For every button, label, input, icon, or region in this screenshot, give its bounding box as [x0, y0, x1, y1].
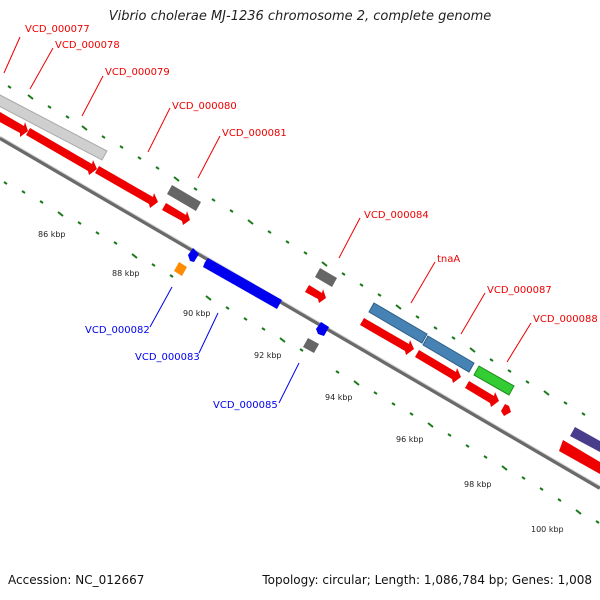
forward-strand-features — [0, 94, 600, 452]
gene-red-9-feature[interactable] — [465, 381, 499, 407]
gene-red-10-feature[interactable] — [501, 404, 511, 416]
scale-label: 92 kbp — [254, 351, 282, 360]
label-vcd-000083[interactable]: VCD_000083 — [135, 352, 200, 363]
label-tnaA[interactable]: tnaA — [437, 254, 460, 265]
gene-vcd-000085-feature[interactable] — [303, 338, 319, 353]
label-vcd-000088[interactable]: VCD_000088 — [533, 314, 598, 325]
scale-label: 90 kbp — [183, 309, 211, 318]
scale-label: 100 kbp — [531, 525, 564, 534]
scale-label: 96 kbp — [396, 435, 424, 444]
gene-vcd-000084b-feature[interactable] — [305, 285, 326, 303]
label-vcd-000077[interactable]: VCD_000077 — [25, 24, 90, 35]
scale-label: 86 kbp — [38, 230, 66, 239]
gene-vcd-000081-feature[interactable] — [162, 203, 190, 225]
gene-tnaA-red-feature[interactable] — [360, 318, 414, 355]
gene-tnaA-feature[interactable] — [368, 302, 428, 344]
gene-red-8-feature[interactable] — [415, 350, 461, 383]
gene-vcd-000080-feature[interactable] — [167, 185, 201, 211]
label-vcd-000081[interactable]: VCD_000081 — [222, 128, 287, 139]
gene-vcd-000083-feature[interactable] — [203, 258, 282, 309]
scale-label: 98 kbp — [464, 480, 492, 489]
accession-text: Accession: NC_012667 — [8, 573, 145, 587]
label-vcd-000087[interactable]: VCD_000087 — [487, 285, 552, 296]
gene-vcd-000079-feature[interactable] — [26, 128, 97, 175]
label-vcd-000085[interactable]: VCD_000085 — [213, 400, 278, 411]
gene-vcd-000084-feature[interactable] — [315, 268, 337, 287]
gene-vcd-000082-arrow[interactable] — [188, 248, 199, 262]
gene-vcd-000087-steel-feature[interactable] — [422, 335, 475, 373]
reverse-strand-features — [174, 248, 329, 353]
gene-vcd-000077-feature[interactable] — [0, 112, 28, 137]
gene-vcd-000079b-feature[interactable] — [95, 166, 158, 208]
chromosome-backbone — [0, 136, 600, 490]
label-vcd-000082[interactable]: VCD_000082 — [85, 325, 150, 336]
label-vcd-000084[interactable]: VCD_000084 — [364, 210, 429, 221]
gene-red-11-feature[interactable] — [559, 440, 600, 474]
gene-labels: VCD_000077 VCD_000078 VCD_000079 VCD_000… — [25, 24, 598, 411]
label-leaders — [3, 36, 532, 363]
red-gene-features — [0, 112, 600, 474]
purple-feature[interactable] — [570, 427, 600, 452]
scale-labels: 86 kbp 88 kbp 90 kbp 92 kbp 94 kbp 96 kb… — [38, 230, 564, 534]
map-title: Vibrio cholerae MJ-1236 chromosome 2, co… — [108, 9, 492, 24]
label-vcd-000079[interactable]: VCD_000079 — [105, 67, 170, 78]
genome-summary-text: Topology: circular; Length: 1,086,784 bp… — [262, 573, 592, 587]
scale-label: 88 kbp — [112, 269, 140, 278]
outer-tick-ring — [7, 85, 586, 416]
scale-label: 94 kbp — [325, 393, 353, 402]
gene-vcd-000085-arrow[interactable] — [316, 322, 329, 336]
label-leaders-blue — [149, 286, 300, 404]
gene-vcd-000082-feature[interactable] — [174, 262, 187, 276]
gene-vcd-000078-feature[interactable] — [0, 94, 108, 161]
label-vcd-000078[interactable]: VCD_000078 — [55, 40, 120, 51]
gene-vcd-000088-green-feature[interactable] — [473, 365, 515, 396]
inner-tick-ring — [3, 181, 600, 524]
label-vcd-000080[interactable]: VCD_000080 — [172, 101, 237, 112]
